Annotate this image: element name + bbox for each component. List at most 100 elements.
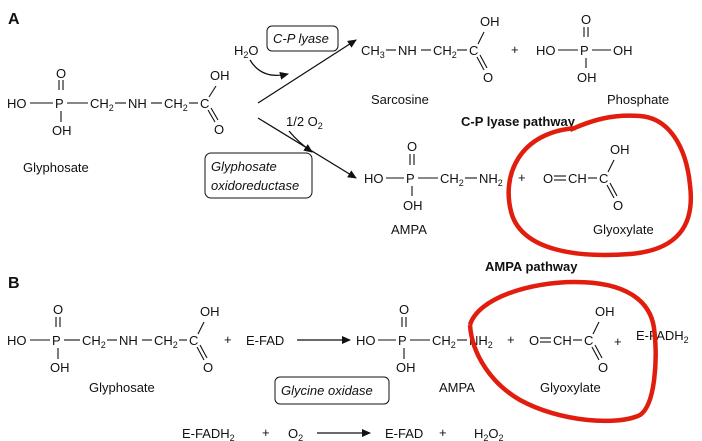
glyoxylate-structure-b: O CH C OH O Glyoxylate <box>529 304 615 395</box>
sarcosine-name: Sarcosine <box>371 92 429 107</box>
glyphosate-a-ho: HO <box>7 96 27 111</box>
ampa-b-o: O <box>399 302 409 317</box>
ampa-a-p: P <box>406 171 415 186</box>
glyphosate-b-nh: NH <box>119 333 138 348</box>
glyphosate-b-o: O <box>53 302 63 317</box>
second-reaction-plus-2: + <box>439 425 447 440</box>
glyoxylate-a-ch: CH <box>568 171 587 186</box>
phosphate-o: O <box>581 12 591 27</box>
ampa-structure-a: HO P O OH CH2 NH2 AMPA <box>364 139 503 237</box>
highlight-circle-b <box>467 279 658 424</box>
highlight-circle-a <box>506 113 694 258</box>
glyphosate-structure-a: HO P O OH CH2 NH CH2 C OH O Glyphosate <box>7 66 230 175</box>
plus-b-1: + <box>224 332 232 347</box>
panel-b-label: B <box>8 275 20 292</box>
oxygen-curved-arrow <box>288 130 313 153</box>
glyoxylate-structure-a: O CH C OH O Glyoxylate <box>543 142 654 237</box>
glyphosate-a-ch2: CH2 <box>90 96 114 113</box>
second-reaction-plus-1: + <box>262 425 270 440</box>
glycine-oxidase-box <box>274 376 390 405</box>
glyphosate-a-ch2b: CH2 <box>164 96 188 113</box>
ampa-a-ho: HO <box>364 171 384 186</box>
glyphosate-b-oh: OH <box>50 360 70 375</box>
sarcosine-structure: CH3 NH CH2 C OH O Sarcosine <box>361 14 500 107</box>
plus-a-2: + <box>518 170 526 185</box>
glyoxylate-b-name: Glyoxylate <box>540 380 601 395</box>
glyphosate-a-p: P <box>55 96 64 111</box>
phosphate-name: Phosphate <box>607 92 669 107</box>
oxidoreductase-label-1: Glyphosate <box>211 159 277 174</box>
sarcosine-ch3: CH3 <box>361 43 385 60</box>
water-curved-arrow <box>249 59 289 80</box>
glyphosate-b-ho: HO <box>7 333 27 348</box>
second-reaction-efadh2: E-FADH2 <box>182 426 235 441</box>
second-reaction: E-FADH2 + O2 E-FAD + H2O2 <box>182 425 504 441</box>
phosphate-oh-down: OH <box>577 70 597 85</box>
glyphosate-a-carbonyl-o: O <box>214 122 224 137</box>
glyphosate-b-name: Glyphosate <box>89 380 155 395</box>
glyoxylate-a-c: C <box>599 171 608 186</box>
ampa-b-ch2: CH2 <box>432 333 456 350</box>
glyphosate-b-ch2b: CH2 <box>154 333 178 350</box>
water-reactant: H2O <box>234 43 259 60</box>
second-reaction-h2o2: H2O2 <box>474 426 504 441</box>
plus-a-1: + <box>511 42 519 57</box>
ampa-a-ch2: CH2 <box>440 171 464 188</box>
cp-lyase-label: C-P lyase <box>273 31 329 46</box>
ampa-a-oh: OH <box>403 198 423 213</box>
ampa-b-name: AMPA <box>439 380 475 395</box>
ampa-a-o: O <box>407 139 417 154</box>
sarcosine-ch2: CH2 <box>433 43 457 60</box>
phosphate-p: P <box>580 43 589 58</box>
glyphosate-b-carboxyl-oh: OH <box>200 304 220 319</box>
cp-lyase-arrow <box>257 39 357 104</box>
phosphate-ho: HO <box>536 43 556 58</box>
panel-a-label: A <box>8 11 20 28</box>
oxidoreductase-label-2: oxidoreductase <box>211 178 299 193</box>
glyoxylate-a-name: Glyoxylate <box>593 222 654 237</box>
glyphosate-b-ch2: CH2 <box>82 333 106 350</box>
oxygen-reactant: 1/2 O2 <box>286 114 323 131</box>
ampa-b-ho: HO <box>356 333 376 348</box>
ampa-a-name: AMPA <box>391 222 427 237</box>
plus-b-2: + <box>507 332 515 347</box>
second-reaction-efad: E-FAD <box>385 426 423 441</box>
ampa-b-p: P <box>398 333 407 348</box>
glyoxylate-b-ch: CH <box>553 333 572 348</box>
glyphosate-a-carboxyl-oh: OH <box>210 68 230 83</box>
glyphosate-a-name: Glyphosate <box>23 160 89 175</box>
plus-b-3: + <box>614 334 622 349</box>
glycine-oxidase-label: Glycine oxidase <box>281 383 373 398</box>
ampa-a-nh2: NH2 <box>479 171 503 188</box>
second-reaction-o2: O2 <box>288 426 303 441</box>
glyphosate-structure-b: HO P O OH CH2 NH CH2 C OH O Glyphosate <box>7 302 220 395</box>
glyoxylate-a-oh: OH <box>610 142 630 157</box>
glyoxylate-a-o: O <box>613 198 623 213</box>
sarcosine-c: C <box>469 43 478 58</box>
efadh2-product: E-FADH2 <box>636 328 689 345</box>
sarcosine-oh: OH <box>480 14 500 29</box>
glyoxylate-b-o-left: O <box>529 333 539 348</box>
glyoxylate-b-o: O <box>598 360 608 375</box>
glyphosate-a-c: C <box>200 96 209 111</box>
sarcosine-nh: NH <box>398 43 417 58</box>
glyoxylate-a-o-left: O <box>543 171 553 186</box>
cp-lyase-box <box>266 25 339 52</box>
ampa-pathway-title: AMPA pathway <box>485 259 578 274</box>
phosphate-oh-right: OH <box>613 43 633 58</box>
phosphate-structure: HO P O OH OH Phosphate <box>536 12 669 107</box>
glyphosate-b-p: P <box>52 333 61 348</box>
glyoxylate-b-c: C <box>584 333 593 348</box>
glyphosate-a-nh: NH <box>128 96 147 111</box>
glyphosate-b-carbonyl-o: O <box>203 360 213 375</box>
cp-lyase-pathway-title: C-P lyase pathway <box>461 114 576 129</box>
glyphosate-a-oh: OH <box>52 123 72 138</box>
glyphosate-a-o: O <box>56 66 66 81</box>
glyoxylate-b-oh: OH <box>595 304 615 319</box>
oxidoreductase-box <box>204 152 313 199</box>
sarcosine-o: O <box>483 70 493 85</box>
ampa-b-oh: OH <box>396 360 416 375</box>
glyphosate-b-c: C <box>189 333 198 348</box>
efad-reactant: E-FAD <box>246 333 284 348</box>
